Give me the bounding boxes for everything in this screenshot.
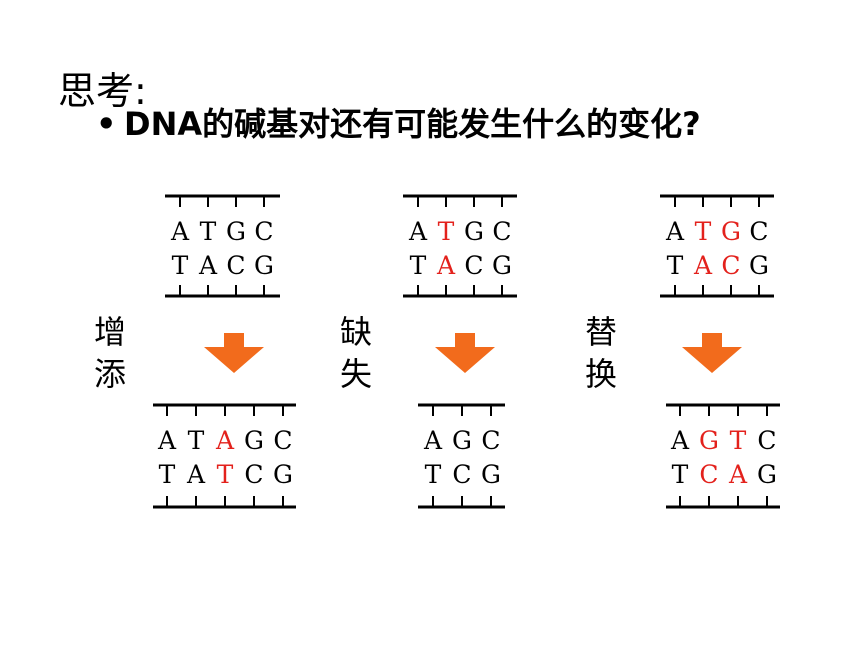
after-strand-1-top-base: G bbox=[452, 426, 472, 455]
before-strand-2-top-base: T bbox=[695, 217, 712, 246]
before-strand-2-bottom-base: T bbox=[667, 251, 684, 280]
after-strand-0-bottom-base: G bbox=[273, 460, 293, 489]
after-strand-2-top-base: C bbox=[757, 426, 776, 455]
before-strand-2-top-base: C bbox=[749, 217, 768, 246]
before-strand-1-bottom-base: G bbox=[492, 251, 512, 280]
after-strand-0-top-base: T bbox=[188, 426, 205, 455]
operation-label-deletion: 缺 失 bbox=[340, 312, 372, 395]
before-strand-1-top-base: C bbox=[492, 217, 511, 246]
after-strand-0-bottom-base: A bbox=[186, 460, 206, 489]
before-strand-0-bottom-base: G bbox=[254, 251, 274, 280]
question-line: •DNA的碱基对还有可能发生什么的变化? bbox=[96, 108, 701, 140]
after-strand-1-bottom-base: G bbox=[481, 460, 501, 489]
before-strand-0-bottom-base: C bbox=[226, 251, 245, 280]
before-strand-1-bottom-base: C bbox=[464, 251, 483, 280]
question-text: DNA的碱基对还有可能发生什么的变化? bbox=[124, 105, 701, 143]
after-strand-2-top-base: G bbox=[699, 426, 719, 455]
after-strand-0-top-base: A bbox=[215, 426, 235, 455]
after-strand-0-top-base: A bbox=[157, 426, 177, 455]
after-strand-2-bottom-base: C bbox=[699, 460, 718, 489]
before-strand-0-top-base: T bbox=[200, 217, 217, 246]
down-arrow-icon bbox=[204, 333, 264, 373]
after-strand-1-top-base: A bbox=[423, 426, 443, 455]
down-arrow-icon bbox=[435, 333, 495, 373]
after-strand-1-bottom-base: C bbox=[452, 460, 471, 489]
before-strand-1-bottom-base: T bbox=[410, 251, 427, 280]
after-strand-0-bottom-base: T bbox=[217, 460, 234, 489]
operation-label-insertion: 增 添 bbox=[94, 312, 126, 395]
before-strand-1-top-base: A bbox=[408, 217, 428, 246]
before-strand-0-top-base: G bbox=[226, 217, 246, 246]
after-strand-2-bottom-base: T bbox=[672, 460, 689, 489]
before-strand-0-bottom-base: A bbox=[198, 251, 218, 280]
before-strand-2-top-base: G bbox=[721, 217, 741, 246]
before-strand-2-bottom-base: G bbox=[749, 251, 769, 280]
before-strand-1-top-base: G bbox=[464, 217, 484, 246]
label-char: 增 bbox=[94, 313, 127, 351]
before-strand-0-top-base: C bbox=[254, 217, 273, 246]
label-char: 缺 bbox=[340, 313, 373, 351]
after-strand-1-bottom-base: T bbox=[425, 460, 442, 489]
label-char: 替 bbox=[585, 313, 618, 351]
after-strand-0-top-base: C bbox=[273, 426, 292, 455]
before-strand-0-bottom-base: T bbox=[172, 251, 189, 280]
label-char: 失 bbox=[340, 354, 373, 393]
before-strand-1-bottom-base: A bbox=[436, 251, 456, 280]
before-strand-2-bottom-base: C bbox=[721, 251, 740, 280]
after-strand-0-bottom-base: C bbox=[244, 460, 263, 489]
bullet-icon: • bbox=[96, 105, 117, 143]
before-strand-0-top-base: A bbox=[170, 217, 190, 246]
after-strand-1-top-base: C bbox=[481, 426, 500, 455]
after-strand-0-bottom-base: T bbox=[159, 460, 176, 489]
after-strand-2-bottom-base: A bbox=[728, 460, 748, 489]
after-strand-2-top-base: T bbox=[730, 426, 747, 455]
before-strand-2-bottom-base: A bbox=[693, 251, 713, 280]
down-arrow-icon bbox=[682, 333, 742, 373]
before-strand-1-top-base: T bbox=[438, 217, 455, 246]
after-strand-2-top-base: A bbox=[670, 426, 690, 455]
after-strand-2-bottom-base: G bbox=[757, 460, 777, 489]
operation-label-substitution: 替 换 bbox=[585, 312, 617, 395]
before-strand-2-top-base: A bbox=[665, 217, 685, 246]
page-title: 思考: bbox=[58, 69, 147, 113]
after-strand-0-top-base: G bbox=[244, 426, 264, 455]
label-char: 添 bbox=[94, 354, 127, 393]
label-char: 换 bbox=[585, 354, 618, 393]
